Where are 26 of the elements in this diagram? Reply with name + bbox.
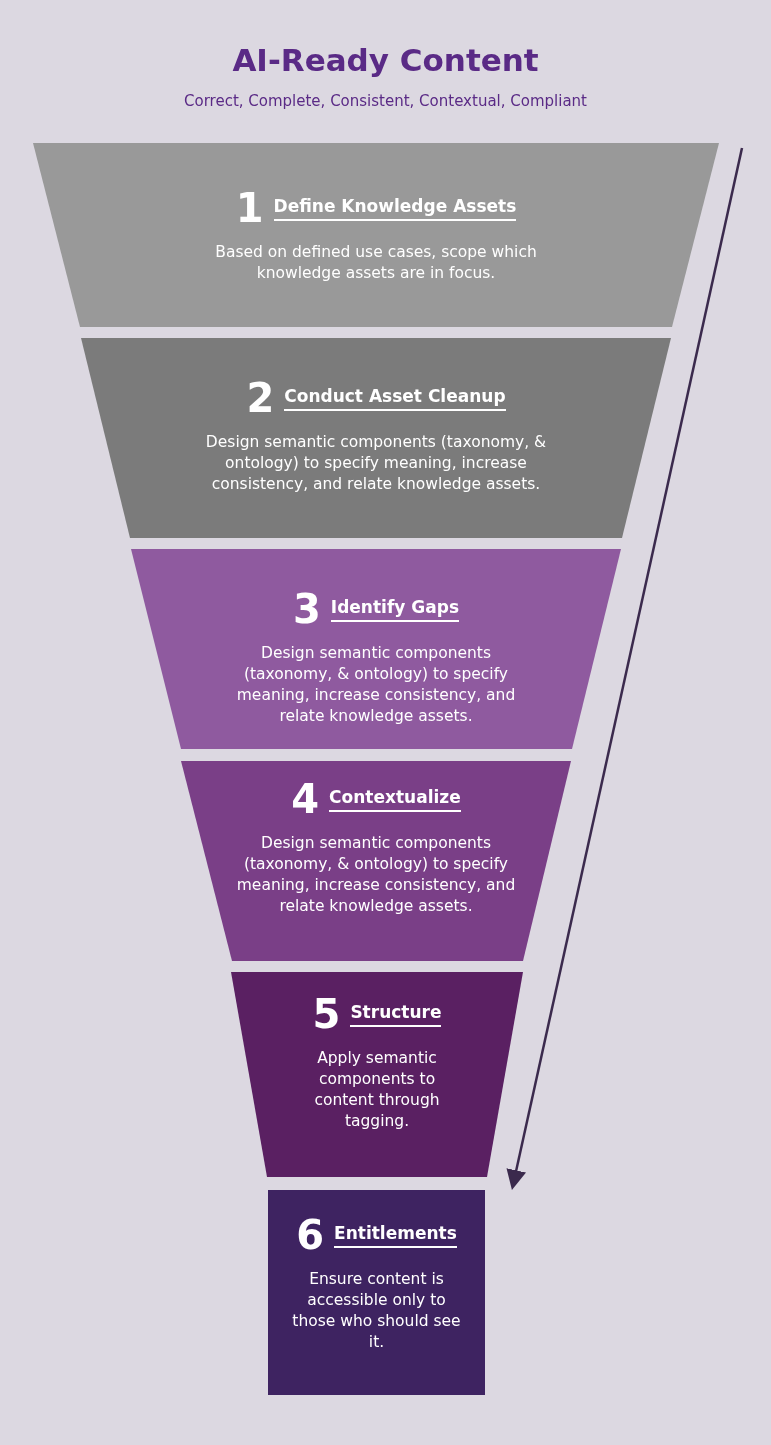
funnel-segment	[231, 972, 523, 1177]
step-description: Apply semantic components to content through tagging.	[313, 1048, 441, 1132]
step-number: 2	[246, 378, 275, 418]
step-description: Based on defined use cases, scope which knowledge assets are in focus.	[214, 242, 538, 284]
step-description: Design semantic components (taxonomy, & ontology) to specify meaning, increase consistency, and relate knowledge assets.	[235, 643, 517, 727]
step-description: Ensure content is accessible only to those who should see it.	[291, 1269, 462, 1353]
step-number: 1	[235, 188, 264, 228]
step-heading: Conduct Asset Cleanup	[284, 385, 506, 411]
funnel-segment	[33, 143, 719, 327]
step-number: 4	[291, 779, 320, 819]
step-heading: Contextualize	[329, 786, 461, 812]
funnel-segment	[81, 338, 671, 538]
step-number: 5	[312, 994, 341, 1034]
step-number: 6	[296, 1215, 325, 1255]
step-number: 3	[292, 589, 321, 629]
subtitle: Correct, Complete, Consistent, Contextual, Compliant	[183, 92, 588, 110]
step-heading: Define Knowledge Assets	[273, 195, 517, 221]
funnel-segment	[181, 761, 571, 961]
step-description: Design semantic components (taxonomy, & ontology) to specify meaning, increase consistency, and relate knowledge assets.	[235, 833, 517, 917]
funnel-segment	[268, 1190, 485, 1395]
step-description: Design semantic components (taxonomy, & ontology) to specify meaning, increase consistency, and relate knowledge assets.	[204, 432, 548, 495]
step-heading: Identify Gaps	[330, 596, 459, 622]
step-heading: Structure	[350, 1001, 442, 1027]
funnel-segment	[131, 549, 621, 749]
step-heading: Entitlements	[334, 1222, 457, 1248]
diagram-title: AI-Ready Content	[231, 42, 540, 78]
